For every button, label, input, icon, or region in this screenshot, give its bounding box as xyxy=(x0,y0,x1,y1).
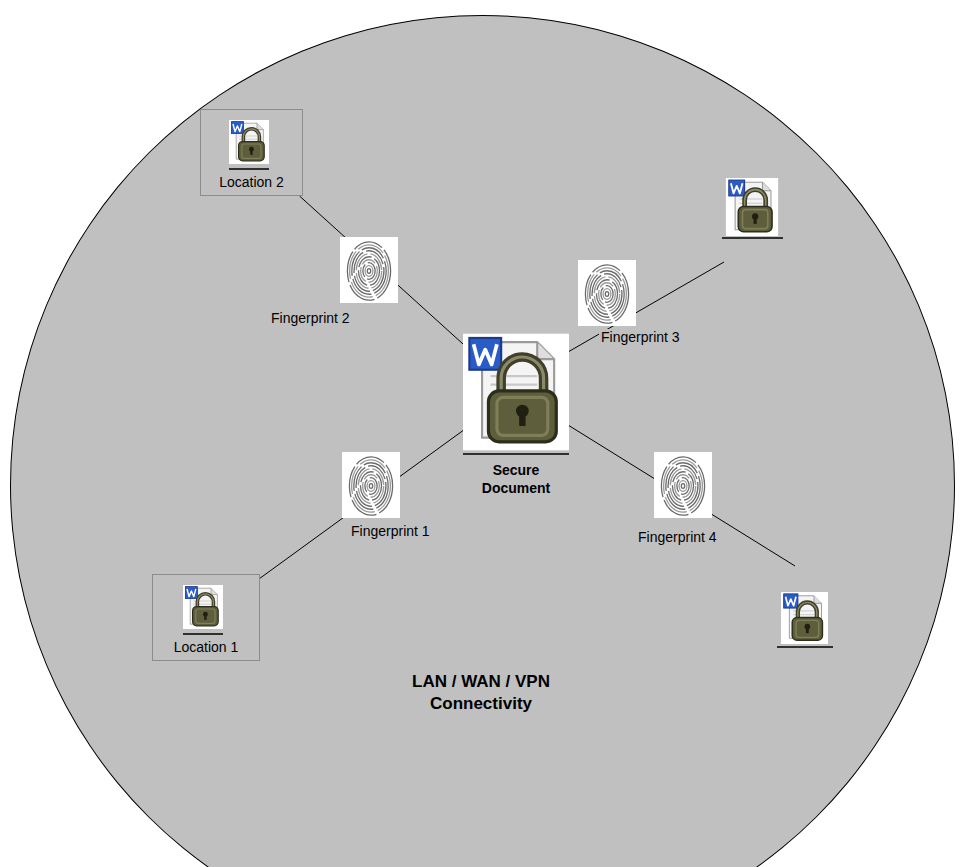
link-line xyxy=(568,425,795,566)
secure-doc-icon xyxy=(781,592,828,644)
fingerprint-label: Fingerprint 2 xyxy=(269,310,352,327)
location-label: Location 2 xyxy=(201,174,302,191)
network-region: LAN / WAN / VPN Connectivity Location 2 Se… xyxy=(10,15,955,867)
region-label: LAN / WAN / VPN Connectivity xyxy=(386,671,576,715)
secure-doc-icon xyxy=(183,583,223,637)
fingerprint-label: Fingerprint 3 xyxy=(599,329,682,346)
secure-doc-icon xyxy=(463,333,569,457)
fingerprint-icon xyxy=(340,237,398,303)
fingerprint-label: Fingerprint 4 xyxy=(636,529,719,546)
location-label: Location 1 xyxy=(153,639,259,656)
fingerprint-icon xyxy=(578,260,636,326)
fingerprint-label: Fingerprint 1 xyxy=(349,523,432,540)
secure-doc-icon xyxy=(726,178,779,236)
secure-document: Secure Document xyxy=(463,333,569,498)
secure-doc-icon xyxy=(229,118,269,172)
document-label: Secure Document xyxy=(463,461,569,497)
fingerprint-icon xyxy=(654,452,712,518)
connector xyxy=(260,431,463,579)
location-box: Location 2 xyxy=(200,109,303,196)
fingerprint-icon xyxy=(342,452,400,518)
location-box: Location 1 xyxy=(152,574,260,661)
